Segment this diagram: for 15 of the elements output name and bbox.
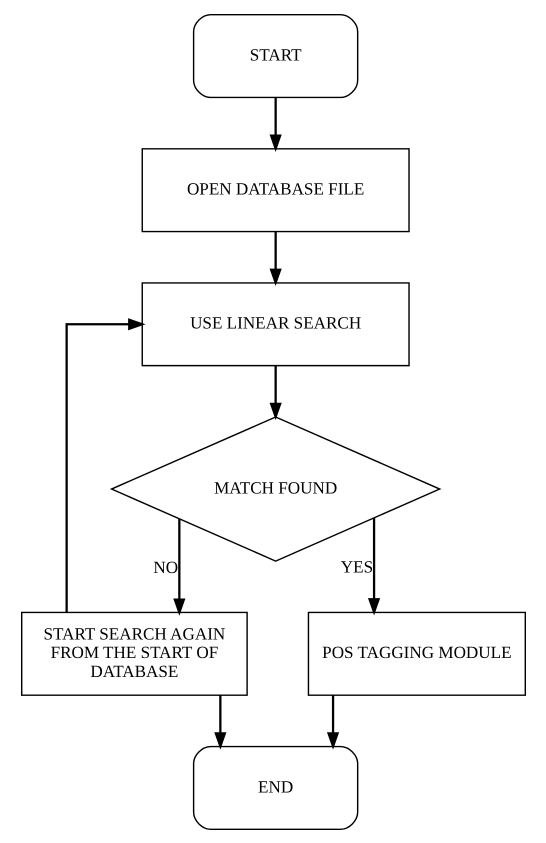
arrow [214, 695, 226, 750]
arrow [269, 231, 282, 286]
arrow [269, 365, 282, 420]
node-box: POS TAGGING MODULE [307, 611, 526, 696]
node-diamond: MATCH FOUND [109, 416, 441, 562]
arrow [269, 97, 282, 152]
node-box: OPEN DATABASE FILE [141, 148, 410, 232]
arrow [65, 318, 146, 612]
arrow [326, 695, 339, 750]
node-box: END [192, 745, 358, 830]
arrow [172, 518, 185, 616]
arrow [367, 518, 380, 615]
node-box: USE LINEAR SEARCH [141, 282, 410, 366]
node-box: START SEARCH AGAIN FROM THE START OF DATABASE [20, 611, 248, 696]
node-box: START [192, 14, 358, 98]
